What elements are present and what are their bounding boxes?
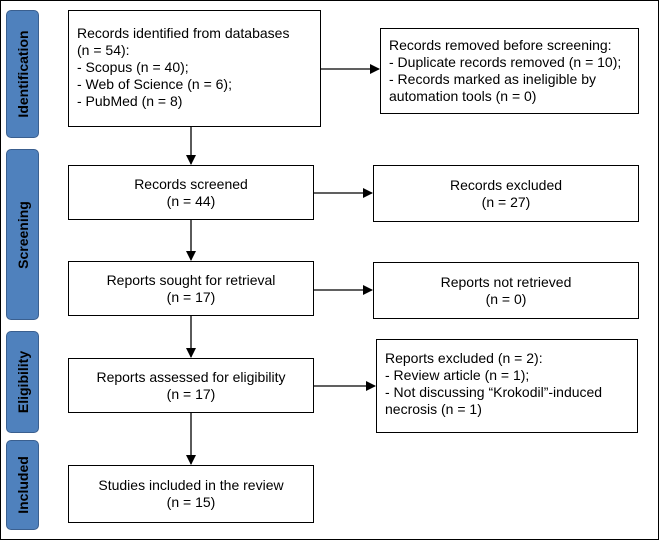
records-screened-line-2: (n = 44): [166, 192, 216, 209]
records-removed-line-1: Records removed before screening:: [389, 37, 612, 53]
records-identified-line-4: - Web of Science (n = 6);: [77, 76, 232, 92]
reports-excluded-box: Reports excluded (n = 2): - Review artic…: [376, 339, 638, 433]
records-excluded-box: Records excluded (n = 27): [373, 165, 639, 222]
reports-not-retrieved-box: Reports not retrieved (n = 0): [373, 262, 639, 319]
records-identified-line-3: - Scopus (n = 40);: [77, 59, 189, 75]
reports-assessed-box: Reports assessed for eligibility (n = 17…: [68, 358, 314, 413]
reports-excluded-line-3: - Not discussing “Krokodil”-induced: [385, 384, 603, 400]
records-screened-box: Records screened (n = 44): [68, 165, 314, 220]
studies-included-line-1: Studies included in the review: [98, 477, 284, 493]
reports-excluded-line-2: - Review article (n = 1);: [385, 367, 530, 383]
studies-included-box: Studies included in the review (n = 15): [68, 465, 314, 523]
reports-excluded-line-4: necrosis (n = 1): [385, 401, 482, 417]
records-identified-box: Records identified from databases (n = 5…: [68, 10, 321, 127]
reports-assessed-line-1: Reports assessed for eligibility: [96, 368, 286, 385]
reports-not-retrieved-line-1: Reports not retrieved: [440, 273, 572, 290]
records-identified-line-1: Records identified from databases: [77, 25, 290, 41]
phase-identification: Identification: [6, 10, 39, 138]
records-identified-line-5: - PubMed (n = 8): [77, 93, 183, 109]
phase-included: Included: [6, 440, 39, 530]
records-removed-line-4: automation tools (n = 0): [389, 88, 537, 104]
reports-sought-box: Reports sought for retrieval (n = 17): [68, 261, 314, 316]
records-excluded-line-2: (n = 27): [481, 193, 531, 210]
reports-assessed-line-2: (n = 17): [166, 385, 216, 402]
records-removed-box: Records removed before screening: - Dupl…: [380, 28, 639, 114]
records-removed-line-2: - Duplicate records removed (n = 10);: [389, 54, 622, 70]
phase-screening: Screening: [6, 149, 39, 320]
records-excluded-line-1: Records excluded: [449, 176, 563, 193]
phase-eligibility: Eligibility: [6, 331, 39, 433]
records-removed-line-3: - Records marked as ineligible by: [389, 71, 596, 87]
records-screened-line-1: Records screened: [134, 175, 248, 192]
reports-not-retrieved-line-2: (n = 0): [485, 290, 527, 307]
reports-sought-line-2: (n = 17): [166, 288, 216, 305]
reports-sought-line-1: Reports sought for retrieval: [106, 271, 276, 288]
reports-excluded-line-1: Reports excluded (n = 2):: [385, 350, 543, 366]
studies-included-line-2: (n = 15): [166, 494, 216, 510]
records-identified-line-2: (n = 54):: [77, 42, 130, 58]
